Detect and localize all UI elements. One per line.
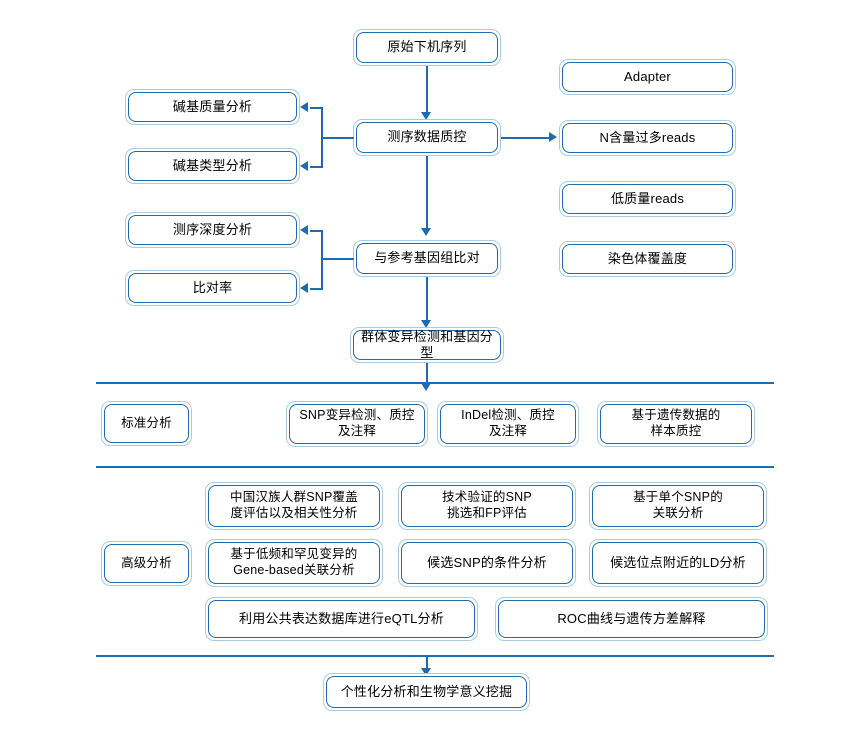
connector-qc-to-left-bracket (321, 137, 354, 139)
node-snp-detection-line2: 及注释 (337, 424, 377, 438)
node-n-content-reads-label: N含量过多reads (562, 123, 733, 153)
node-personalized-analysis[interactable]: 个性化分析和生物学意义挖掘 (323, 673, 530, 711)
connector-align-to-left-bracket (321, 258, 354, 260)
node-base-type-analysis[interactable]: 碱基类型分析 (125, 148, 300, 184)
node-single-snp-line2: 关联分析 (652, 506, 704, 520)
node-align-reference-label: 与参考基因组比对 (356, 243, 498, 274)
node-adapter[interactable]: Adapter (559, 59, 736, 95)
connector-align-to-variant (426, 277, 428, 322)
connector-to-personalized (426, 656, 428, 674)
node-tech-validated-snp[interactable]: 技术验证的SNP 挑选和FP评估 (398, 482, 576, 530)
node-ld-analysis-label: 候选位点附近的LD分析 (592, 542, 764, 584)
node-adapter-label: Adapter (562, 62, 733, 92)
connector-bracket-to-base-type (310, 166, 322, 168)
node-variant-calling[interactable]: 群体变异检测和基因分型 (350, 327, 504, 363)
node-conditional-snp-analysis[interactable]: 候选SNP的条件分析 (398, 539, 576, 587)
node-sample-qc-line2: 样本质控 (650, 424, 702, 438)
node-roc-genetic-variance-label: ROC曲线与遗传方差解释 (498, 600, 765, 638)
node-raw-sequence-label: 原始下机序列 (356, 32, 498, 63)
node-align-rate-label: 比对率 (128, 273, 297, 303)
divider-standard-top (96, 382, 774, 384)
node-indel-detection-qc-annotation[interactable]: InDel检测、质控 及注释 (437, 401, 579, 447)
connector-raw-to-qc (426, 66, 428, 115)
connector-bracket-to-depth (310, 230, 322, 232)
node-roc-genetic-variance[interactable]: ROC曲线与遗传方差解释 (495, 597, 768, 641)
node-advanced-analysis-label-box[interactable]: 高级分析 (101, 541, 192, 586)
node-snp-detection-line1: SNP变异检测、质控 (299, 408, 415, 423)
node-eqtl-analysis-label: 利用公共表达数据库进行eQTL分析 (208, 600, 475, 638)
node-coverage-line1: 中国汉族人群SNP覆盖 (230, 490, 358, 505)
node-ld-analysis[interactable]: 候选位点附近的LD分析 (589, 539, 767, 587)
node-indel-detection-line2: 及注释 (488, 424, 528, 438)
node-tech-line1: 技术验证的SNP (442, 490, 532, 505)
node-base-quality-analysis-label: 碱基质量分析 (128, 92, 297, 122)
node-depth-analysis[interactable]: 测序深度分析 (125, 212, 300, 248)
arrowhead-to-personalized (421, 668, 431, 676)
node-advanced-analysis-label: 高级分析 (104, 544, 189, 583)
arrowhead-align-rate (300, 283, 308, 293)
node-raw-sequence[interactable]: 原始下机序列 (353, 29, 501, 66)
node-depth-analysis-label: 测序深度分析 (128, 215, 297, 245)
node-single-snp-association[interactable]: 基于单个SNP的 关联分析 (589, 482, 767, 530)
node-tech-line2: 挑选和FP评估 (447, 506, 527, 520)
node-personalized-analysis-label: 个性化分析和生物学意义挖掘 (326, 676, 527, 708)
connector-variant-to-standard (426, 363, 428, 385)
node-low-quality-reads[interactable]: 低质量reads (559, 181, 736, 217)
connector-qc-to-n-content (501, 137, 550, 139)
arrowhead-align-to-variant (421, 320, 431, 328)
arrowhead-depth-analysis (300, 225, 308, 235)
node-base-quality-analysis[interactable]: 碱基质量分析 (125, 89, 300, 125)
connector-align-bracket-spine (321, 230, 323, 290)
node-n-content-reads[interactable]: N含量过多reads (559, 120, 736, 156)
node-snp-detection-qc-annotation[interactable]: SNP变异检测、质控 及注释 (286, 401, 428, 447)
connector-bracket-to-align-rate (310, 288, 322, 290)
node-single-snp-line1: 基于单个SNP的 (633, 490, 723, 505)
arrowhead-raw-to-qc (421, 112, 431, 120)
node-genetic-data-sample-qc[interactable]: 基于遗传数据的 样本质控 (597, 401, 755, 447)
divider-standard-bottom (96, 466, 774, 468)
node-sequencing-qc[interactable]: 测序数据质控 (353, 119, 501, 156)
node-low-quality-reads-label: 低质量reads (562, 184, 733, 214)
arrowhead-qc-to-align (421, 228, 431, 236)
node-gene-based-association[interactable]: 基于低频和罕见变异的 Gene-based关联分析 (205, 539, 383, 587)
node-standard-analysis-label: 标准分析 (104, 404, 189, 443)
node-han-chinese-snp-coverage[interactable]: 中国汉族人群SNP覆盖 度评估以及相关性分析 (205, 482, 383, 530)
node-base-type-analysis-label: 碱基类型分析 (128, 151, 297, 181)
node-chromosome-coverage-label: 染色体覆盖度 (562, 244, 733, 274)
node-align-reference[interactable]: 与参考基因组比对 (353, 240, 501, 277)
arrowhead-base-type (300, 161, 308, 171)
node-coverage-line2: 度评估以及相关性分析 (230, 506, 358, 520)
connector-left-bracket-spine (321, 107, 323, 168)
divider-advanced-bottom (96, 655, 774, 657)
connector-bracket-to-base-quality (310, 107, 322, 109)
node-chromosome-coverage[interactable]: 染色体覆盖度 (559, 241, 736, 277)
arrowhead-n-content (549, 132, 557, 142)
connector-qc-to-align (426, 156, 428, 230)
node-indel-detection-line1: InDel检测、质控 (461, 408, 555, 423)
node-sample-qc-line1: 基于遗传数据的 (631, 408, 721, 423)
node-align-rate[interactable]: 比对率 (125, 270, 300, 306)
node-eqtl-analysis[interactable]: 利用公共表达数据库进行eQTL分析 (205, 597, 478, 641)
node-conditional-snp-analysis-label: 候选SNP的条件分析 (401, 542, 573, 584)
arrowhead-variant-to-standard (421, 383, 431, 391)
arrowhead-base-quality (300, 102, 308, 112)
node-gene-based-line1: 基于低频和罕见变异的 (230, 547, 358, 562)
node-variant-calling-label: 群体变异检测和基因分型 (353, 329, 501, 360)
node-gene-based-line2: Gene-based关联分析 (233, 563, 355, 577)
node-standard-analysis-label-box[interactable]: 标准分析 (101, 401, 192, 446)
node-sequencing-qc-label: 测序数据质控 (356, 122, 498, 153)
